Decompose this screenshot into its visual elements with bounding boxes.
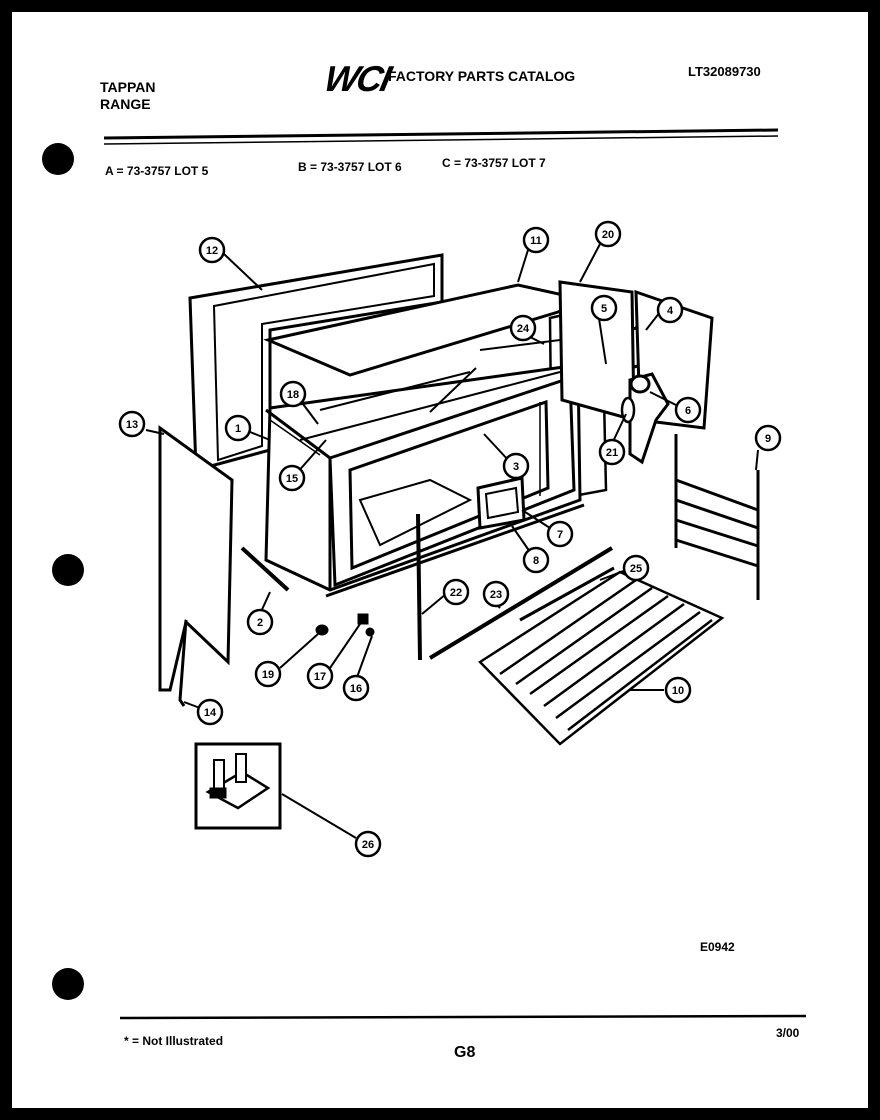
header-rule-1 — [103, 128, 779, 140]
callout-label: 26 — [362, 839, 374, 851]
callout-label: 19 — [262, 669, 274, 681]
binder-hole-bottom — [52, 968, 84, 1000]
trim-strip-14 — [178, 619, 188, 707]
callout-22: 22 — [442, 578, 470, 606]
callout-8: 8 — [522, 546, 550, 574]
brand-name: TAPPAN — [100, 79, 156, 95]
callout-4: 4 — [656, 296, 684, 324]
cavity-top-ribs — [299, 339, 561, 441]
callout-7: 7 — [546, 520, 574, 548]
callout-label: 21 — [606, 447, 618, 459]
callout-label: 10 — [672, 685, 684, 697]
callout-6: 6 — [674, 396, 702, 424]
not-illustrated-legend: * = Not Illustrated — [124, 1034, 224, 1048]
callout-label: 3 — [513, 461, 519, 473]
page-number: G8 — [454, 1044, 476, 1061]
oven-cavity-body-1 — [264, 363, 585, 598]
rail-23 — [428, 546, 614, 660]
callout-label: 4 — [667, 305, 674, 317]
footer-rule — [119, 1014, 807, 1020]
callout-1: 1 — [224, 414, 252, 442]
callout-label: 5 — [601, 303, 607, 315]
model-a: A = 73-3757 LOT 5 — [105, 164, 209, 178]
callout-10: 10 — [664, 676, 692, 704]
callout-label: 2 — [257, 617, 263, 629]
drawing-code: E0942 — [700, 940, 735, 954]
callout-21: 21 — [598, 438, 626, 466]
broiler-element-7 — [476, 476, 526, 530]
callout-label: 7 — [557, 529, 563, 541]
strip-2 — [240, 546, 290, 592]
callout-5: 5 — [590, 294, 618, 322]
callout-11: 11 — [522, 226, 550, 254]
callout-label: 23 — [490, 589, 502, 601]
revision-date: 3/00 — [776, 1026, 800, 1040]
callout-label: 14 — [204, 707, 217, 719]
callout-label: 16 — [350, 683, 362, 695]
side-panel-13 — [158, 425, 234, 692]
callout-9: 9 — [754, 424, 782, 452]
callout-label: 11 — [530, 235, 542, 247]
binder-hole-middle — [52, 554, 84, 586]
callout-label: 9 — [765, 433, 771, 445]
oven-rack-10 — [478, 570, 725, 746]
binder-hole-top — [42, 143, 74, 175]
callout-label: 8 — [533, 555, 539, 567]
callout-label: 1 — [235, 423, 241, 435]
callout-label: 17 — [314, 671, 326, 683]
model-c: C = 73-3757 LOT 7 — [442, 156, 546, 170]
callout-label: 25 — [630, 563, 642, 575]
callout-25: 25 — [622, 554, 650, 582]
callout-2: 2 — [246, 608, 274, 636]
model-b: B = 73-3757 LOT 6 — [298, 160, 402, 174]
callout-label: 24 — [517, 323, 530, 335]
oven-rack-9 — [674, 434, 760, 600]
callout-26: 26 — [354, 830, 382, 858]
inset-part-26 — [194, 742, 282, 830]
callout-label: 20 — [602, 229, 614, 241]
catalog-page — [12, 12, 868, 1108]
callout-label: 18 — [287, 389, 299, 401]
callout-14: 14 — [196, 698, 224, 726]
catalog-title: FACTORY PARTS CATALOG — [388, 68, 576, 84]
callout-23: 23 — [482, 580, 510, 608]
callout-19: 19 — [254, 660, 282, 688]
callout-label: 6 — [685, 405, 691, 417]
small-parts-16-17-19 — [315, 613, 375, 637]
callout-17: 17 — [306, 662, 334, 690]
callout-20: 20 — [594, 220, 622, 248]
callout-label: 13 — [126, 419, 138, 431]
callout-24: 24 — [509, 314, 537, 342]
callout-18: 18 — [279, 380, 307, 408]
rail-25 — [519, 566, 615, 622]
callout-label: 22 — [450, 587, 462, 599]
callout-16: 16 — [342, 674, 370, 702]
callout-label: 15 — [286, 473, 298, 485]
rail-22 — [416, 513, 422, 661]
callout-12: 12 — [198, 236, 226, 264]
leader-lines — [145, 243, 759, 839]
callout-13: 13 — [118, 410, 146, 438]
header-rule-2 — [103, 135, 779, 145]
product-type: RANGE — [100, 96, 151, 112]
callout-15: 15 — [278, 464, 306, 492]
callout-label: 12 — [206, 245, 218, 257]
callout-3: 3 — [502, 452, 530, 480]
catalog-number: LT32089730 — [688, 64, 761, 79]
